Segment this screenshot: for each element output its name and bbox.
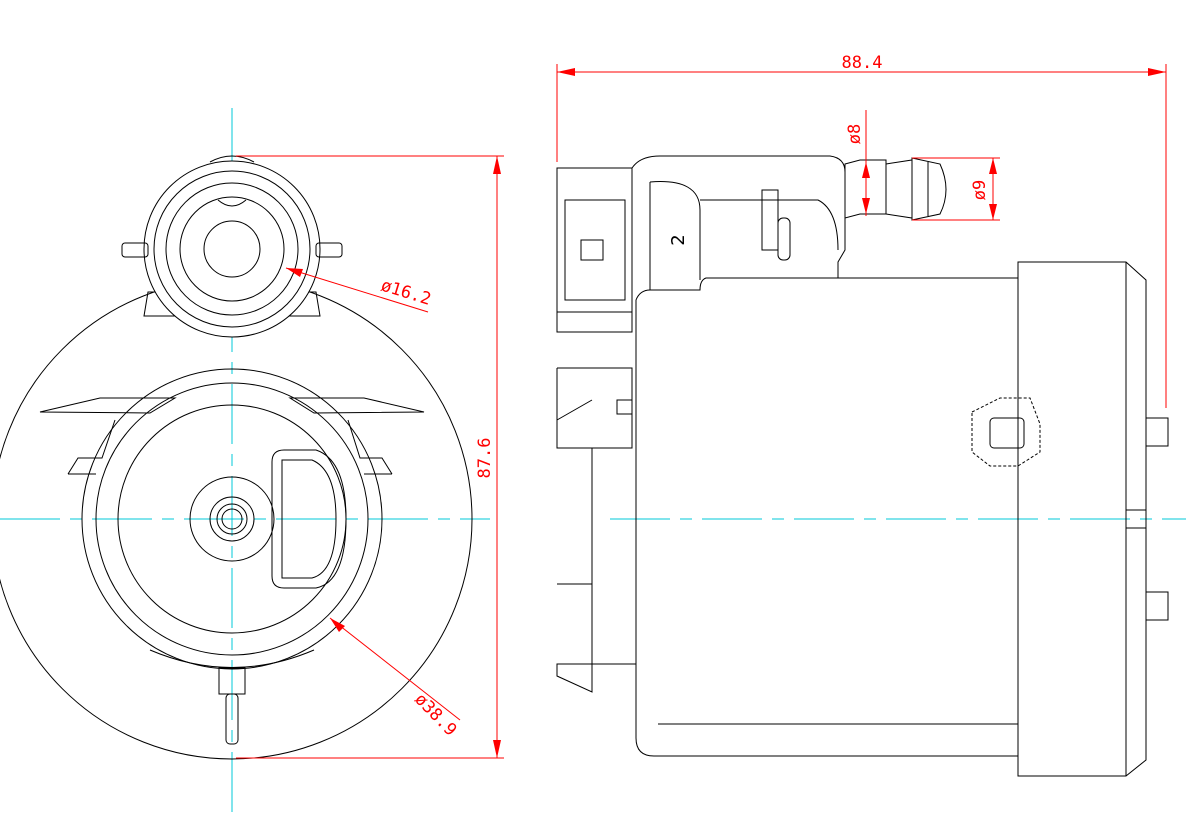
end-cap-pin-upper bbox=[1145, 417, 1169, 447]
connector-number: 2 bbox=[668, 234, 689, 245]
neck-tab-slot bbox=[777, 217, 791, 261]
kidney-slot bbox=[271, 449, 347, 589]
side-clip-detail bbox=[556, 368, 633, 449]
length-arrow-left bbox=[557, 68, 575, 76]
length-dim-text: 88.4 bbox=[842, 53, 883, 73]
nozzle-inner-arrow-bottom bbox=[862, 198, 870, 214]
dimensions: 88.4 87.6 ø16.2 ø38.9 ø8 ø9 bbox=[236, 53, 1167, 759]
housing-ring-inner bbox=[95, 382, 369, 656]
connector-latch bbox=[580, 239, 604, 261]
connector-block bbox=[556, 167, 633, 333]
height-arrow-top bbox=[493, 156, 501, 174]
port-ring-2 bbox=[165, 182, 299, 316]
nozzle-outer-arrow-bottom bbox=[989, 204, 997, 220]
left-bracket bbox=[67, 419, 116, 475]
port-tab-right bbox=[315, 242, 343, 258]
right-wing bbox=[288, 397, 425, 414]
neck-outline bbox=[631, 155, 846, 332]
cap-clip bbox=[989, 417, 1025, 449]
end-cap-notch bbox=[1125, 509, 1147, 529]
port-inner-notch bbox=[217, 199, 247, 207]
body-leader-arrow bbox=[330, 618, 345, 632]
port-ring-1 bbox=[153, 170, 311, 328]
hub-inner bbox=[216, 503, 248, 535]
right-bracket bbox=[347, 419, 393, 475]
nozzle-outer-dim-text: ø9 bbox=[970, 180, 990, 200]
port-tab-left bbox=[121, 242, 149, 258]
end-cap-pin-lower bbox=[1145, 591, 1169, 621]
cap-clip-hidden bbox=[971, 397, 1041, 467]
left-wing bbox=[39, 397, 177, 414]
neck-tab bbox=[761, 189, 779, 251]
height-arrow-bottom bbox=[493, 740, 501, 758]
kidney-slot-inner bbox=[281, 459, 337, 579]
main-body bbox=[635, 277, 1019, 757]
port-bore bbox=[203, 220, 261, 278]
body-leader bbox=[329, 617, 461, 721]
side-clip-lower bbox=[556, 583, 593, 693]
hub-core bbox=[221, 508, 243, 530]
port-ring-3 bbox=[179, 196, 285, 302]
port-top-lug bbox=[209, 155, 255, 163]
nozzle-inner-dim-text: ø8 bbox=[845, 124, 865, 144]
hub-middle bbox=[209, 496, 255, 542]
port-outer bbox=[143, 160, 321, 338]
connector-face bbox=[564, 199, 626, 301]
neck-inner-right bbox=[700, 199, 839, 251]
side-view bbox=[556, 155, 1169, 777]
length-arrow-right bbox=[1148, 68, 1166, 76]
bottom-arc bbox=[149, 649, 315, 668]
height-dim-text: 87.6 bbox=[475, 438, 495, 479]
port-leader bbox=[285, 267, 429, 313]
nozzle-outer-arrow-top bbox=[989, 158, 997, 174]
neck-inner-left bbox=[649, 181, 701, 280]
nozzle-mid bbox=[885, 159, 913, 219]
port-dim-text: ø16.2 bbox=[379, 276, 434, 310]
nozzle-inner-arrow-top bbox=[862, 162, 870, 178]
hub-outer bbox=[189, 476, 275, 562]
port-leader-arrow bbox=[286, 268, 303, 277]
front-view bbox=[0, 155, 473, 760]
housing-ring-outer bbox=[81, 368, 383, 670]
nozzle-tip bbox=[911, 157, 947, 221]
bottom-pin bbox=[225, 693, 239, 745]
